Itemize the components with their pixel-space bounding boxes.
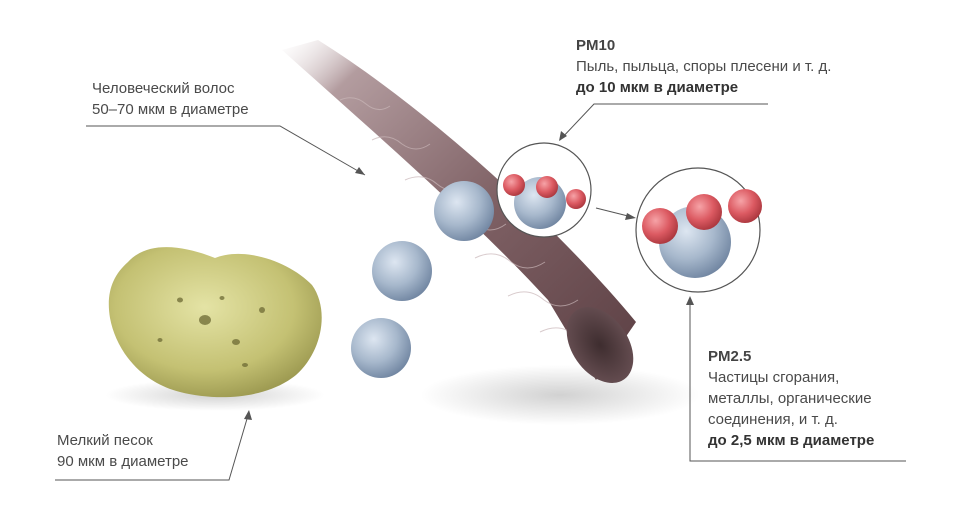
pm25-size: до 2,5 мкм в диаметре xyxy=(708,432,875,449)
pm10-size: до 10 мкм в диаметре xyxy=(576,79,739,96)
pm25-arrowhead xyxy=(686,296,694,305)
sand-label-line1: Мелкий песок xyxy=(57,432,153,449)
hair-arrowhead xyxy=(355,167,365,175)
sand-arrowhead xyxy=(244,410,252,420)
pm25-zoom-circle xyxy=(635,167,762,293)
pm25-description-line1: Частицы сгорания, xyxy=(708,369,840,386)
arrowheads xyxy=(244,131,694,420)
particle-blue xyxy=(372,241,432,301)
particle-blue xyxy=(351,318,411,378)
pm10-title: PM10 xyxy=(576,37,616,54)
sand-label-line2: 90 мкм в диаметре xyxy=(57,453,189,470)
pm10-zoom-circle xyxy=(496,142,592,238)
pm25-callout-line xyxy=(689,300,906,462)
pm25-description-line2: металлы, органические xyxy=(708,390,872,407)
pm10-description: Пыль, пыльца, споры плесени и т. д. xyxy=(576,58,832,75)
pm10-to-pm25-arrowhead xyxy=(625,213,636,220)
particle-blue xyxy=(434,181,494,241)
sand-grain-illustration xyxy=(105,247,325,411)
pm10-callout-line xyxy=(559,103,768,141)
hair-label-line2: 50–70 мкм в диаметре xyxy=(92,101,249,118)
hair-label-line1: Человеческий волос xyxy=(92,80,235,97)
sand-label: Мелкий песок 90 мкм в диаметре xyxy=(57,430,189,472)
pm25-description-line3: соединения, и т. д. xyxy=(708,411,838,428)
pm10-to-pm25-arrow xyxy=(595,207,633,218)
hair-callout-line xyxy=(86,125,366,176)
pm10-arrowhead xyxy=(559,131,567,141)
dust-particles xyxy=(351,181,494,378)
pm10-label: PM10 Пыль, пыльца, споры плесени и т. д.… xyxy=(576,35,831,98)
callout-lines xyxy=(55,103,906,481)
hair-label: Человеческий волос 50–70 мкм в диаметре xyxy=(92,78,249,120)
pm25-label: PM2.5 Частицы сгорания, металлы, органич… xyxy=(708,346,874,451)
sand-callout-line xyxy=(55,411,250,481)
pm25-title: PM2.5 xyxy=(708,348,752,365)
